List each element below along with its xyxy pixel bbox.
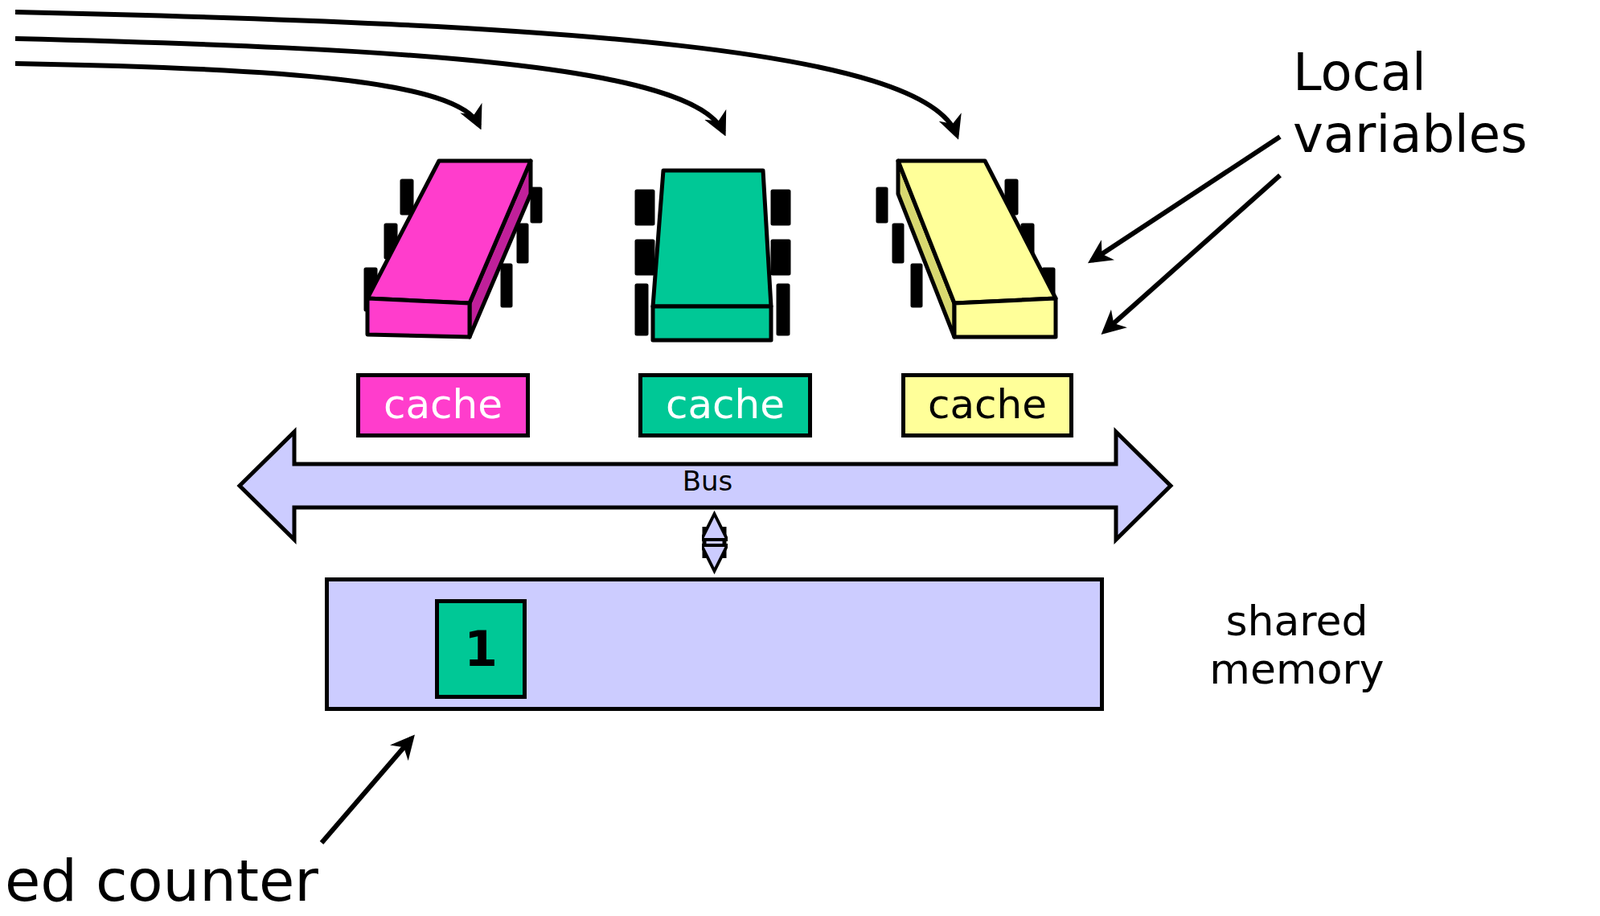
processor-chip [877, 160, 1056, 337]
memory-cell-text: 1 [463, 621, 498, 677]
bus-arrow-text: Bus [682, 465, 734, 497]
cache-box-text: cache [665, 381, 785, 429]
processor-chip [365, 160, 541, 337]
cache-box: cache [901, 373, 1074, 438]
callout-label: ed counter [4, 845, 343, 915]
callout-label: Local variables [1292, 41, 1592, 166]
cache-box-text: cache [927, 381, 1047, 429]
processor-chip [636, 170, 789, 341]
memory-cell: 1 [434, 598, 527, 699]
cache-box: cache [638, 373, 813, 438]
bus-arrow: Bus [242, 463, 1174, 508]
link-body [706, 526, 723, 558]
thread-line [15, 12, 957, 136]
bus-arrow-shape [239, 431, 1171, 540]
leader-arrow [321, 738, 412, 843]
thread-line [15, 38, 724, 132]
cache-box-text: cache [383, 381, 503, 429]
link-outline [702, 526, 727, 558]
memory-label: shared memory [1196, 597, 1398, 694]
bus-memory-link [713, 526, 715, 558]
shared-memory: shared memory1 [324, 577, 1104, 711]
cache-box: cache [356, 373, 530, 438]
thread-line [15, 63, 480, 126]
leader-arrow [1104, 175, 1280, 332]
thread-line [15, 12, 957, 136]
